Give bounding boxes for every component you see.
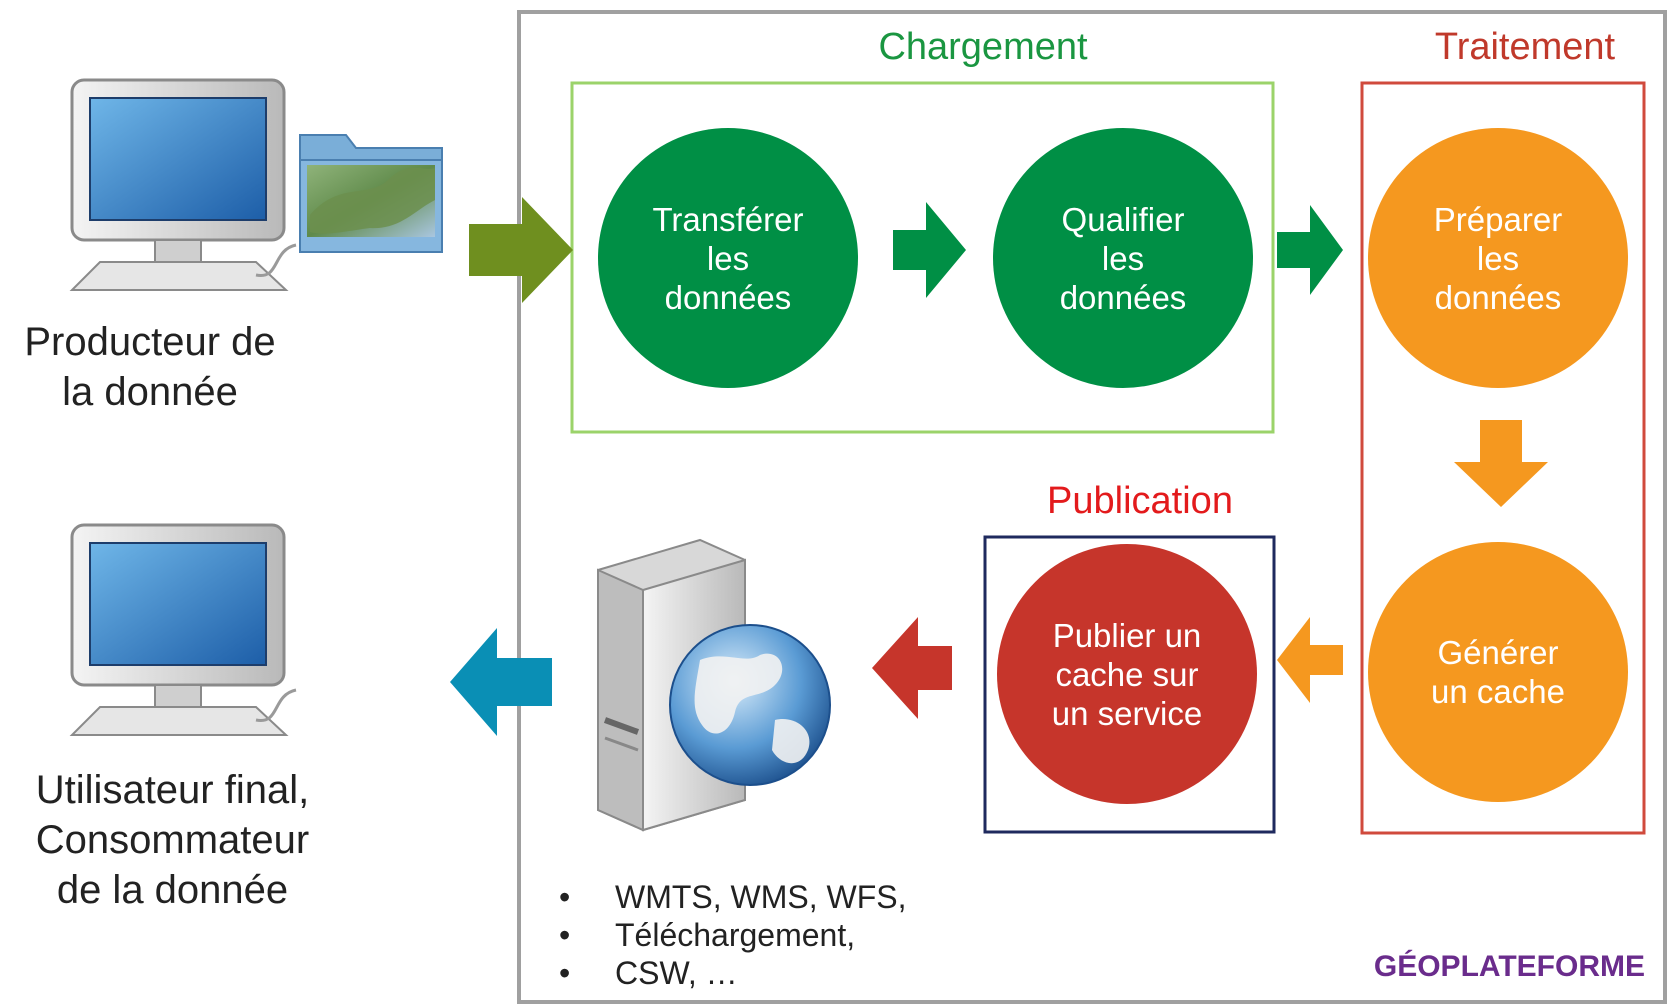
step-transferer: Transférer les données [598,128,858,388]
arrow-transferer-to-qualifier [893,202,966,298]
traitement-box [1360,81,1646,835]
folder-map-icon [299,134,443,253]
consumer-label: Utilisateur final, Consommateur de la do… [35,768,310,912]
arrow-publier-to-server [872,617,952,719]
platform-frame [517,10,1667,1004]
step-publier: Publier un cache sur un service [997,544,1257,804]
arrow-generer-to-publier [1277,617,1343,703]
publication-box [983,535,1276,834]
section-title-publication: Publication [1047,480,1233,522]
server-globe-icon [597,538,831,832]
arrow-preparer-to-generer [1454,420,1548,507]
brand-label: GÉOPLATEFORME [1373,950,1645,983]
computer-icon [69,78,297,291]
arrow-producer-to-chargement [469,197,573,303]
producer-label: Producteur de la donnée [24,320,276,414]
list-item: Téléchargement, [545,916,907,954]
list-item: WMTS, WMS, WFS, [545,878,907,916]
step-preparer: Préparer les données [1368,128,1628,388]
chargement-box [570,81,1275,434]
step-generer: Générer un cache [1368,542,1628,802]
arrow-qualifier-to-preparer [1277,205,1343,295]
arrow-platform-to-consumer [450,628,552,736]
step-qualifier: Qualifier les données [993,128,1253,388]
services-list: WMTS, WMS, WFS, Téléchargement, CSW, … [545,878,907,992]
computer-icon [69,523,297,736]
list-item: CSW, … [545,954,907,992]
section-title-traitement: Traitement [1434,26,1616,68]
section-title-chargement: Chargement [878,26,1088,68]
